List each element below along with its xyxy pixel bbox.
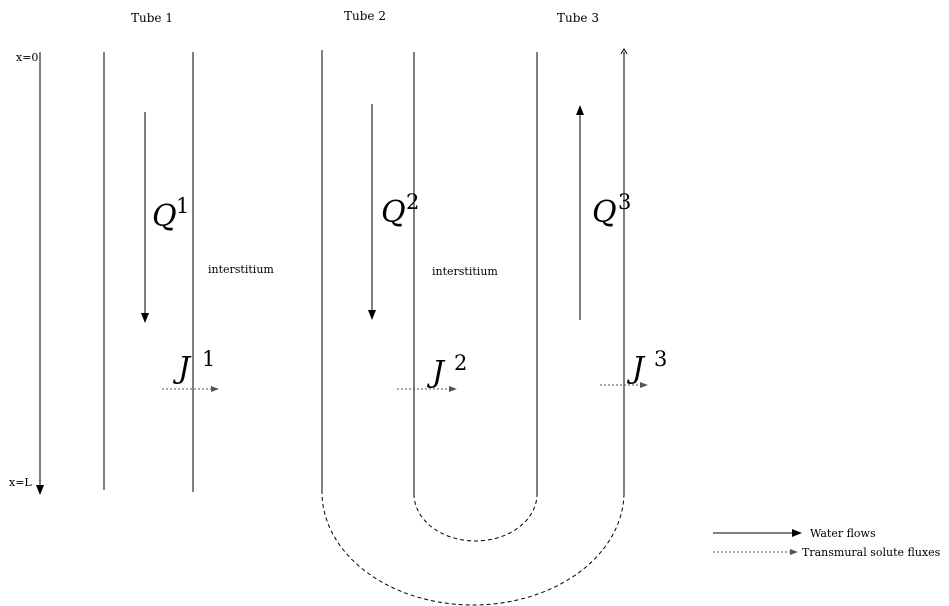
tube-3-flow-label: Q [592,195,617,230]
tube-3-flux-superscript: 3 [654,347,667,371]
tube-2-flow-label: Q [381,195,406,230]
axis-top-label: x=0 [16,51,38,64]
interstitium-label-1: interstitium [208,263,274,276]
legend-solute-fluxes-label: Transmural solute fluxes [802,546,941,559]
tube-3-title: Tube 3 [557,11,599,25]
legend-water-flows-label: Water flows [810,527,876,540]
tube-1-title: Tube 1 [131,11,173,25]
tube-3-flux-label: J [626,351,646,386]
tube-1-flux-label: J [172,351,192,386]
inner-loop-bend [413,493,538,542]
tube-1-flux-superscript: 1 [202,347,215,371]
tube-3-top-tick [620,48,628,55]
tube-2-flux-superscript: 2 [454,351,467,375]
tube-1-flow-label: Q [152,199,177,234]
axis-bottom-label: x=L [9,476,32,489]
tube-3-flow-superscript: 3 [618,190,631,214]
tube-2-flow-superscript: 2 [406,190,419,214]
interstitium-label-2: interstitium [432,265,498,278]
tube-1-flow-superscript: 1 [176,194,189,218]
outer-loop-bend [321,489,625,606]
tube-2-title: Tube 2 [344,9,386,23]
tube-2-flux-label: J [426,355,446,390]
